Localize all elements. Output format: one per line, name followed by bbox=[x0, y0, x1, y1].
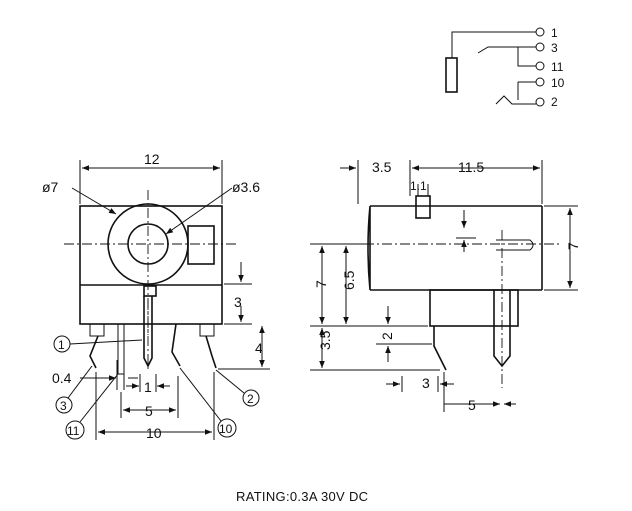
side-view bbox=[346, 195, 560, 388]
front-pin-11 bbox=[117, 323, 125, 375]
front-key-notch bbox=[143, 285, 157, 297]
callout-label-10: 10 bbox=[219, 422, 233, 436]
front-pin-lead-3 bbox=[89, 335, 99, 369]
schematic-pin-label: 1 bbox=[551, 26, 558, 40]
front-view bbox=[64, 190, 236, 375]
dim-slot-label: 1.1 bbox=[410, 179, 427, 193]
dim-lead-height-label: 3.5 bbox=[317, 330, 333, 350]
schematic-node-3 bbox=[535, 42, 545, 52]
schematic-line-2 bbox=[495, 95, 536, 105]
leader-inner-diameter bbox=[165, 187, 233, 235]
side-lower-body bbox=[429, 289, 519, 327]
schematic-line-10 bbox=[517, 81, 536, 100]
callout-circle-10 bbox=[217, 418, 237, 438]
schematic-pin-label: 10 bbox=[551, 76, 565, 90]
dim-side-height-label: 7 bbox=[565, 242, 581, 250]
dim-lead-spacing-label: 5 bbox=[468, 397, 476, 413]
callout-leader-3 bbox=[67, 365, 93, 399]
side-barrel-front bbox=[367, 205, 371, 291]
dim-center-height-label: 6.5 bbox=[341, 270, 357, 290]
schematic-line-3 bbox=[477, 46, 536, 54]
dim-outer-diameter-label: ø7 bbox=[42, 179, 59, 195]
callout-leader-1 bbox=[69, 339, 143, 345]
callout-label-11: 11 bbox=[67, 424, 80, 438]
dim-body-height-label: 7 bbox=[313, 280, 329, 288]
callout-circle-3 bbox=[55, 396, 73, 414]
callout-label-3: 3 bbox=[60, 399, 67, 413]
callout-label-1: 1 bbox=[58, 338, 65, 352]
dim-pin-spacing-mid-label: 5 bbox=[145, 403, 153, 419]
front-view-dimensions: 12 ø7 ø3.6 3 4 0.4 1 5 bbox=[42, 151, 270, 441]
callout-leader-10 bbox=[179, 367, 222, 422]
rating-text: RATING:0.3A 30V DC bbox=[236, 489, 368, 504]
schematic-node-10 bbox=[535, 77, 545, 87]
dim-pin-length-label: 4 bbox=[255, 340, 263, 356]
dim-body-length-label: 11.5 bbox=[458, 159, 484, 175]
schematic-pin-label: 11 bbox=[551, 60, 564, 74]
dim-inner-diameter-label: ø3.6 bbox=[232, 179, 260, 195]
dim-front-height-label: 3 bbox=[234, 294, 242, 310]
dim-front-width-label: 12 bbox=[144, 151, 160, 167]
side-view-dimensions: 3.5 11.5 1.1 7 7 6.5 3.5 2 bbox=[310, 159, 581, 413]
callout-label-2: 2 bbox=[247, 392, 254, 406]
callout-circle-11 bbox=[65, 420, 85, 440]
schematic-pin-label: 3 bbox=[551, 41, 558, 55]
front-body-outline bbox=[79, 205, 223, 325]
callout-circle-2 bbox=[242, 389, 260, 407]
side-slot bbox=[415, 195, 431, 219]
schematic-node-2 bbox=[535, 97, 545, 107]
front-pin-1 bbox=[143, 296, 153, 368]
schematic-line-11 bbox=[517, 47, 536, 67]
dim-pin-spacing-wide-label: 10 bbox=[146, 425, 162, 441]
front-pin-base bbox=[199, 323, 215, 337]
front-view-callouts: 1 3 11 10 2 bbox=[53, 335, 260, 440]
front-pin-lead-2 bbox=[205, 335, 217, 369]
schematic-pin-label: 2 bbox=[551, 95, 558, 109]
dim-pin-spacing-small-label: 1 bbox=[144, 379, 152, 395]
dim-pin-thickness-label: 0.4 bbox=[52, 370, 72, 386]
callout-leader-2 bbox=[215, 369, 245, 394]
front-pin-base bbox=[89, 323, 105, 337]
pin-schematic: 1 3 11 10 2 bbox=[445, 26, 565, 109]
callout-leader-11 bbox=[79, 373, 119, 423]
schematic-node-11 bbox=[535, 61, 545, 71]
schematic-node-1 bbox=[535, 27, 545, 37]
schematic-plug-symbol bbox=[445, 57, 458, 93]
dim-lead-step-label: 2 bbox=[379, 332, 395, 340]
schematic-line-1 bbox=[451, 31, 536, 58]
front-latch bbox=[187, 225, 215, 265]
dim-front-length-label: 3.5 bbox=[372, 159, 392, 175]
leader-outer-diameter bbox=[71, 187, 117, 215]
side-inner-key bbox=[496, 239, 534, 251]
front-pin-lead-10 bbox=[171, 323, 181, 367]
side-lead-bent bbox=[433, 326, 447, 371]
dim-lead-offset-label: 3 bbox=[422, 375, 430, 391]
